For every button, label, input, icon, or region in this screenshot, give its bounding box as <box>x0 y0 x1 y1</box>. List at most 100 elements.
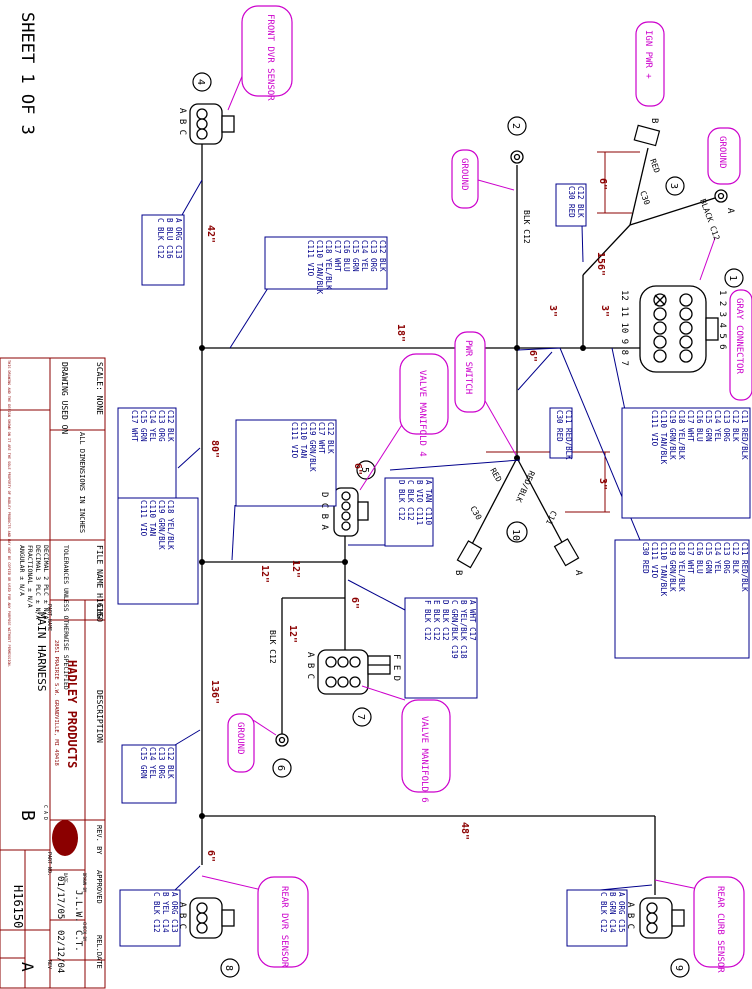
tb-check-by: C.T. <box>73 930 83 952</box>
pwr-full-table-line: C14 YEL <box>713 542 722 574</box>
valve4-pin-table-line: C BLK C12 <box>406 480 415 521</box>
tb-part-name-label: PART NAME <box>46 604 52 631</box>
pin-label: A B C <box>177 902 187 929</box>
pwr-table-line: C11 RED/BLK <box>564 410 573 460</box>
dimension-label: 3" <box>599 305 610 317</box>
ign-table-line: C30 RED <box>567 186 576 218</box>
pwr-full-table-line: C15 GRN <box>704 542 713 574</box>
node-number: 1 <box>727 275 738 281</box>
tb-check-by-label: CHECK BY <box>82 922 87 942</box>
pwr-full-table-line: C13 ORG <box>722 542 731 574</box>
blade-terminals <box>456 124 661 569</box>
tb-address: 2851 PRAIRIE S.W. GRANDVILLE, MI 49418 <box>53 640 59 766</box>
tb-rel-date: REL.DATE <box>95 935 103 969</box>
node-number: 3 <box>668 183 679 189</box>
valve4-left-table-line: C12 BLK <box>326 422 335 454</box>
gray-table-line: C18 YEL/BLK <box>677 410 686 460</box>
left-136-table-line: C14 YEL <box>148 747 157 779</box>
front-dvr-connector <box>189 103 235 145</box>
pin-label: F E D <box>391 654 401 681</box>
gray-table-line: C11 RED/BLK <box>740 410 749 460</box>
tb-decimal3: DECIMAL 3 PLC ± N/A <box>34 545 42 619</box>
callout-ground-top: GROUND <box>717 136 727 169</box>
valve4-pin-table-line: A TAN C110 <box>424 480 433 526</box>
wire-label: BLK C12 <box>268 630 277 664</box>
ring-terminals <box>275 150 728 747</box>
gray-table-line: C19 GRN/BLK <box>668 410 677 460</box>
wire-label: C30 <box>638 190 651 207</box>
tb-part-name: MAIN HARNESS <box>35 612 48 691</box>
gray-12-pin-connector <box>639 285 719 373</box>
tb-all-dims: ALL DIMENSIONS IN INCHES <box>78 432 86 533</box>
node-circles <box>192 72 744 978</box>
dimension-label: 80" <box>209 440 220 458</box>
dimension-label: 156" <box>595 252 606 276</box>
tb-date1: 01/17/05 <box>55 876 65 919</box>
pwr-full-table-line: C30 RED <box>641 542 650 574</box>
valve6-table-line: E BLK C12 <box>432 600 441 641</box>
front-dvr-table-line: A ORG C13 <box>174 218 183 259</box>
node-number: 9 <box>673 965 684 971</box>
dimension-marks <box>486 151 640 513</box>
rear-curb-table-line: C BLK C12 <box>599 892 608 933</box>
dimension-label: 6" <box>352 463 363 475</box>
left-80-table-b-line: C110 TAN <box>148 500 157 536</box>
pwr-full-table-line: C19 GRN/BLK <box>668 542 677 592</box>
gray-table-line: C13 ORG <box>722 410 731 442</box>
pwr-full-table-line: C11 RED/BLK <box>740 542 749 592</box>
node-number: 7 <box>355 714 366 720</box>
tb-decimal2: DECIMAL 2 PLC ± N/A <box>42 545 50 619</box>
wire-label: BLK C12 <box>522 210 531 244</box>
pin-label: A B C <box>625 902 635 929</box>
valve4-pin-table-line: D BLK C12 <box>397 480 406 521</box>
tb-rev: A <box>18 962 37 972</box>
pin-label: B <box>649 118 659 123</box>
wire-label: RED <box>648 158 661 175</box>
tb-size-options: C A D <box>42 805 48 820</box>
dimension-label: 48" <box>459 822 470 840</box>
wire-network <box>201 140 716 895</box>
junction-dots <box>199 345 586 819</box>
valve4-left-table-line: C110 TAN <box>299 422 308 458</box>
dimension-label: 12" <box>287 625 298 643</box>
tb-fractional: FRACTIONAL ± N/A <box>26 545 34 608</box>
node-number: 5 <box>359 467 370 473</box>
gray-table-line: C17 WHT <box>686 410 695 442</box>
left-80-table-a-line: C12 BLK <box>166 410 175 442</box>
valve6-table-line: B YEL/BLK C18 <box>459 600 468 659</box>
valve4-pin-table-line: B VIO C111 <box>415 480 424 525</box>
pin-label: A <box>573 570 583 576</box>
hadley-logo <box>52 820 78 856</box>
node-number: 2 <box>510 123 521 129</box>
rear-dvr-table-line: A ORG C13 <box>170 892 179 933</box>
left-80-table-a-line: C17 WHT <box>130 410 139 442</box>
tb-drawn-by-label: DRAWN BY <box>82 873 87 893</box>
rear-dvr-table-line: C BLK C12 <box>152 892 161 933</box>
tb-angular: ANGULAR ± N/A <box>18 545 26 596</box>
valve4-left-table-line: C19 GRN/BLK <box>308 422 317 472</box>
node-number: 8 <box>223 965 234 971</box>
valve6-table-line: C GRN/BLK C19 <box>450 600 459 659</box>
gray-table-line: C12 BLK <box>731 410 740 442</box>
leaders <box>174 179 653 891</box>
valve-manifold-6-connector <box>317 649 391 695</box>
dimension-label: 18" <box>395 324 406 342</box>
tb-file-name: FILE NAME H16150 <box>95 545 104 622</box>
tb-date2: 02/12/04 <box>55 930 65 973</box>
callout-ground-bottom: GROUND <box>235 722 245 755</box>
valve-manifold-4-connector <box>333 487 369 537</box>
left-136-table-line: C15 GRN <box>139 747 148 779</box>
tb-rev-by: REV. BY <box>95 825 103 855</box>
main-trunk-table-line: C15 GRN <box>351 240 360 272</box>
main-trunk-table-line: C13 ORG <box>369 240 378 272</box>
callout-valve-6: VALVE MANIFOLD 6 <box>419 716 429 803</box>
dimension-label: 12" <box>259 565 270 583</box>
callout-pwr-switch: PWR SWITCH <box>463 340 473 394</box>
pin-label: B <box>453 570 463 575</box>
left-80-table-a-line: C14 YEL <box>148 410 157 442</box>
callout-rear-curb: REAR CURB SENSOR <box>715 886 725 973</box>
main-trunk-table-line: C18 YEL/BLK <box>324 240 333 290</box>
valve4-left-table-line: C111 VIO <box>290 422 299 459</box>
